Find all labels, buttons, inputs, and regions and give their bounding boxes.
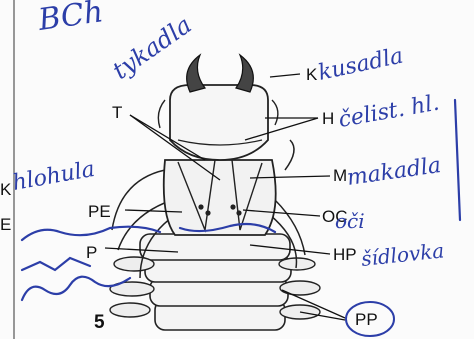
hand-left: hlohula [11,157,97,196]
hand-oc: oči [335,209,365,233]
figure-number: 5 [94,312,105,333]
hand-h: čelist. hl. [337,91,442,133]
label-H: H [322,109,334,128]
label-T: T [112,103,122,122]
hand-k: kusadla [316,44,405,86]
labrum [170,85,268,160]
label-PP: PP [355,310,378,329]
label-PE: PE [88,202,111,221]
body-segments [140,234,291,330]
hand-m: makadla [345,153,442,191]
label-K: K [306,65,318,84]
hand-hp: šídlovka [360,238,445,271]
hand-top: BCh [35,0,105,38]
left-mandible [187,55,205,92]
edge-label-e: E [0,215,11,234]
label-P: P [86,243,97,262]
label-HP: HP [333,245,357,264]
edge-label-k: K [0,180,12,199]
right-mandible [236,55,253,92]
hand-t: tykadla [107,11,196,85]
